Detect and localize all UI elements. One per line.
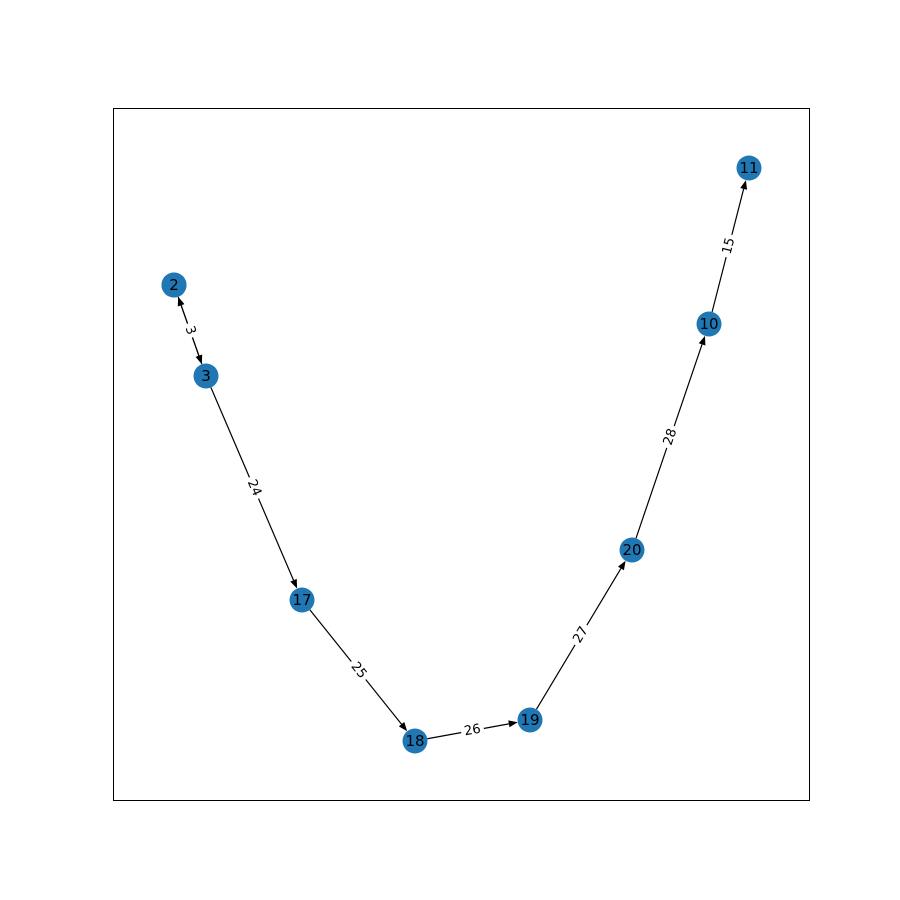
arrowhead-18-19 xyxy=(508,720,518,728)
edge-label-18-19: 26 xyxy=(459,719,486,742)
node-label: 17 xyxy=(292,591,311,609)
node-2: 2 xyxy=(161,272,187,298)
node-circle xyxy=(289,587,315,613)
node-label: 10 xyxy=(699,315,718,333)
node-circle xyxy=(193,363,219,389)
edge-label-background xyxy=(241,473,267,503)
edge-label-text: 15 xyxy=(720,236,739,256)
node-11: 11 xyxy=(736,155,762,181)
node-3: 3 xyxy=(193,363,219,389)
edge-labels-layer: 3 24 25 26 27 28 15 xyxy=(179,232,741,742)
arrowhead-17-18 xyxy=(398,722,408,732)
node-label: 11 xyxy=(739,159,758,177)
arrowhead-19-20 xyxy=(617,560,626,571)
node-circle xyxy=(696,311,722,337)
edge-label-19-20: 27 xyxy=(567,620,595,650)
edge-label-text: 27 xyxy=(570,624,591,646)
edge-label-background xyxy=(717,232,741,260)
arrowhead-20-10 xyxy=(698,335,706,346)
edge-label-background xyxy=(344,655,373,686)
node-18: 18 xyxy=(402,728,428,754)
node-10: 10 xyxy=(696,311,722,337)
edge-label-background xyxy=(567,620,595,650)
edges-layer xyxy=(177,180,748,740)
edge-label-text: 26 xyxy=(463,722,482,740)
edge-label-3-17: 24 xyxy=(241,473,267,503)
edge-label-background xyxy=(658,423,683,451)
node-17: 17 xyxy=(289,587,315,613)
node-label: 3 xyxy=(201,367,211,385)
plot-frame xyxy=(113,108,810,801)
node-circle xyxy=(517,707,543,733)
edge-label-20-10: 28 xyxy=(658,423,683,451)
arrowhead-3-2 xyxy=(177,296,185,307)
nodes-layer: 123171819201011 xyxy=(161,155,762,754)
node-19: 19 xyxy=(517,707,543,733)
arrowhead-10-11 xyxy=(740,180,748,190)
arrowhead-3-17 xyxy=(290,578,298,589)
node-circle xyxy=(161,272,187,298)
edge-label-background xyxy=(459,719,486,742)
edge-label-background xyxy=(179,320,201,341)
node-circle xyxy=(619,537,645,563)
edge-label-10-11: 15 xyxy=(717,232,741,260)
node-label: 18 xyxy=(405,732,424,750)
node-label: 19 xyxy=(520,711,539,729)
edge-label-text: 24 xyxy=(244,477,264,498)
node-20: 20 xyxy=(619,537,645,563)
node-label: 2 xyxy=(169,276,179,294)
node-circle xyxy=(736,155,762,181)
node-circle xyxy=(402,728,428,754)
edge-label-17-18: 25 xyxy=(344,655,373,686)
edge-label-text: 28 xyxy=(661,427,681,448)
edge-label-1-3: 3 xyxy=(179,320,201,341)
node-label: 20 xyxy=(622,541,641,559)
